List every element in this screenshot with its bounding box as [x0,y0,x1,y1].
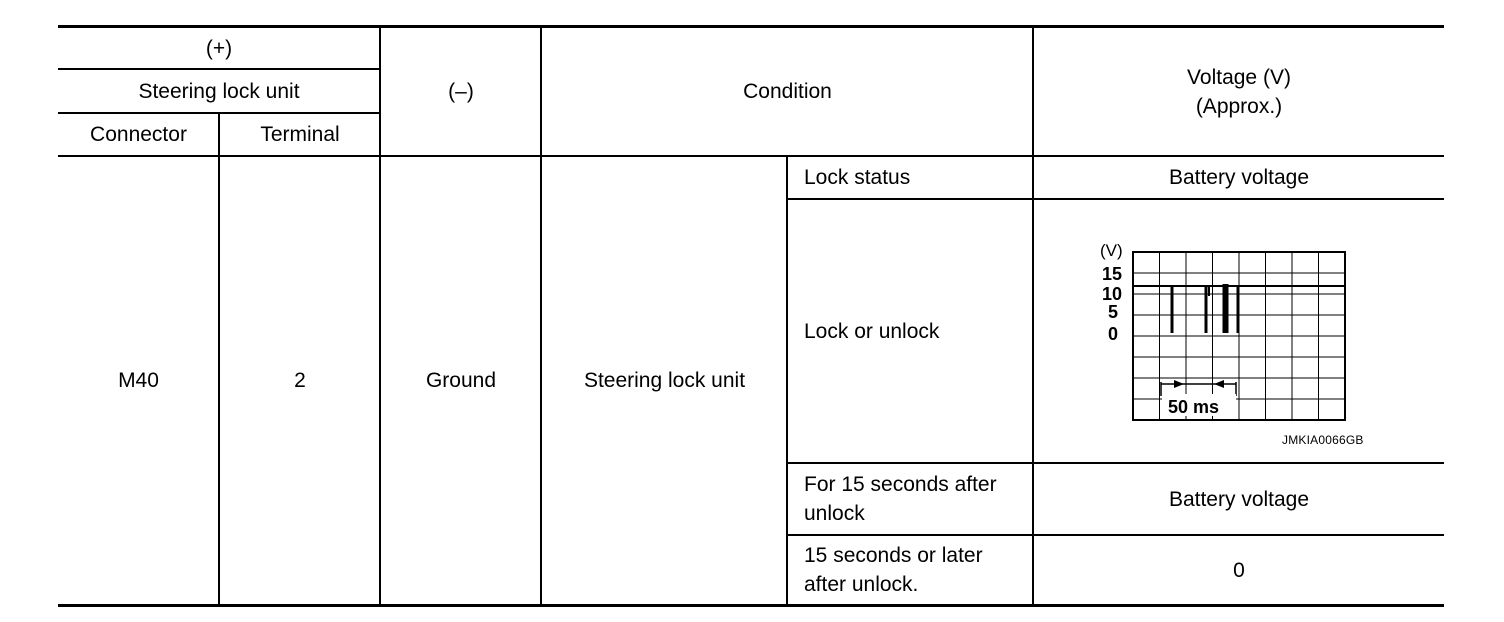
state-label-lock-status: Lock status [804,166,911,189]
header-voltage-line2: (Approx.) [1195,94,1283,118]
waveform-tick-15: 15 [1102,264,1122,284]
header-rule-plus [58,68,380,70]
row-minus: Ground [425,369,497,392]
row-rule-1 [786,198,1444,200]
header-terminal: Terminal [260,123,340,146]
header-unit: Steering lock unit [138,79,300,103]
col-rule-connector [218,113,220,606]
row-terminal: 2 [294,369,306,392]
col-rule-voltage [1032,27,1034,606]
state-value-15s-after-unlock: Battery voltage [1168,487,1310,511]
state-value-lock-status: Battery voltage [1168,166,1310,189]
state-value-15s-or-later: 0 [1233,558,1245,582]
row-rule-2 [786,462,1444,464]
waveform-tick-0: 0 [1108,324,1118,344]
waveform-time-scale: 50 ms [1160,380,1237,417]
state-label-lock-or-unlock: Lock or unlock [804,319,940,343]
oscilloscope-waveform: (V) 15 10 5 0 [1100,241,1346,421]
waveform-tick-10: 10 [1102,284,1122,304]
header-voltage-line1: Voltage (V) [1187,65,1291,89]
col-rule-minus [540,27,542,606]
col-rule-condition [786,156,788,606]
row-condition: Steering lock unit [583,369,746,392]
row-connector: M40 [118,369,159,392]
header-bottom-rule [58,155,1444,157]
waveform-trace [1133,284,1345,333]
table-top-border [58,25,1444,28]
header-plus: (+) [205,36,233,60]
state-label-15s-after-unlock: For 15 seconds after unlock [804,473,997,525]
table-bottom-border [58,604,1444,607]
waveform-unit-label: (V) [1100,241,1123,260]
col-rule-plus [379,27,381,606]
waveform-tick-5: 5 [1108,302,1118,322]
figure-code: JMKIA0066GB [1282,433,1364,447]
state-label-15s-or-later: 15 seconds or later after unlock. [804,544,983,596]
header-minus: (–) [448,80,474,103]
header-condition: Condition [743,80,832,103]
waveform-scale-label: 50 ms [1168,397,1219,417]
header-connector: Connector [90,123,187,146]
header-voltage: Voltage (V) (Approx.) [1034,28,1444,155]
row-rule-3 [786,534,1444,536]
